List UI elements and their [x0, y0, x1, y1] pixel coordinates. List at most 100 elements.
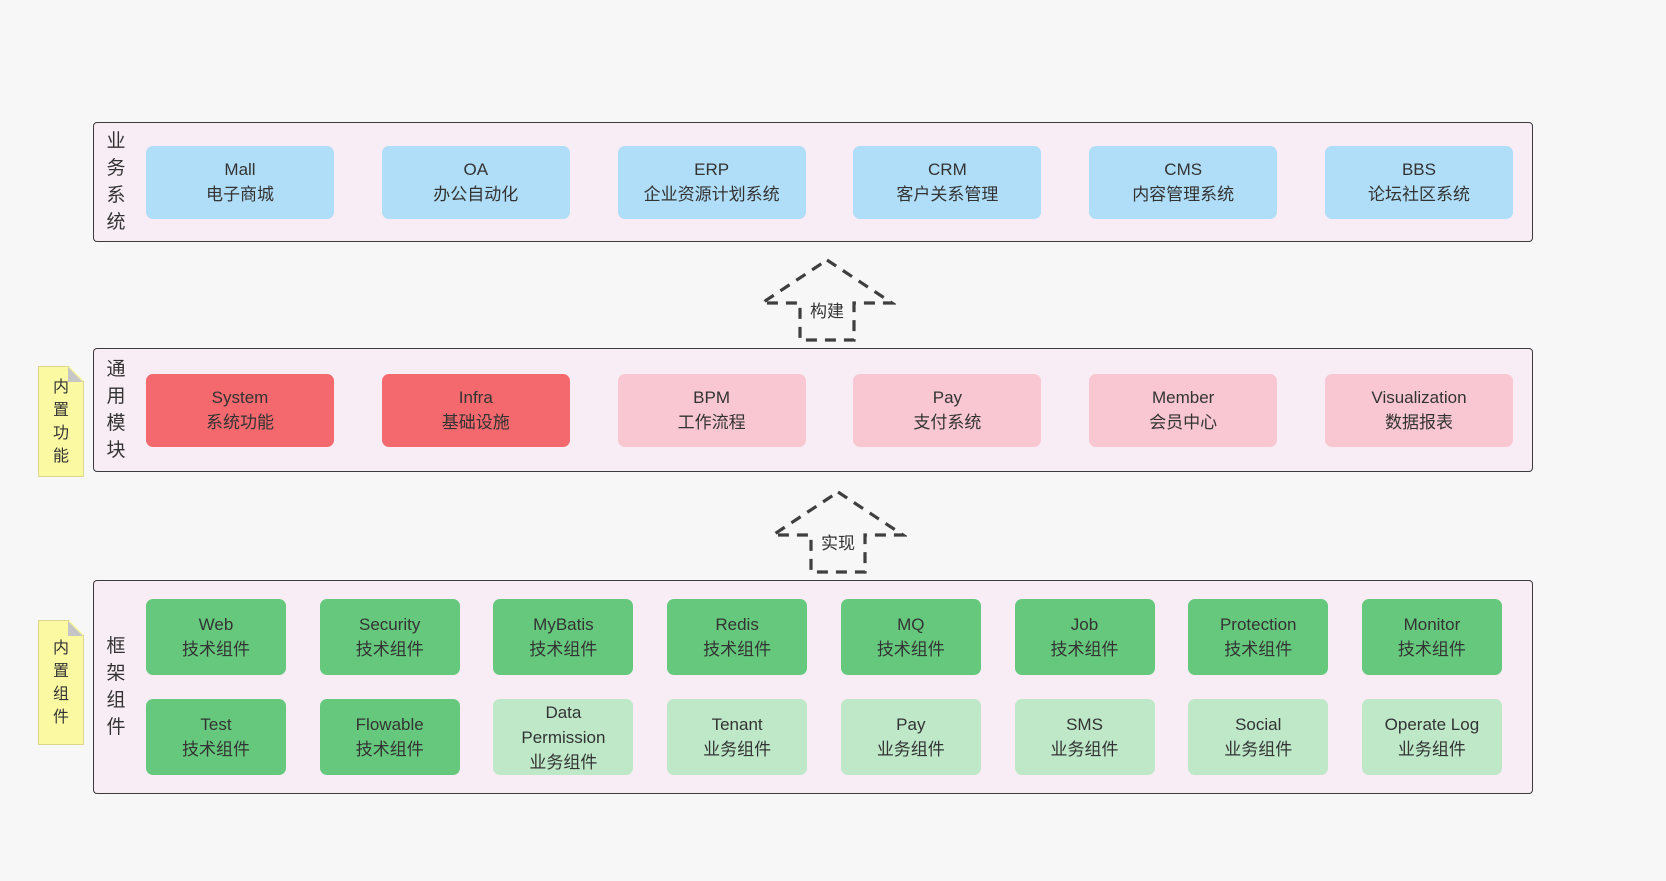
box-title: Redis — [715, 615, 759, 634]
box-title: Member — [1152, 388, 1215, 407]
component-box-security: Security 技术组件 — [319, 599, 460, 675]
component-box-protection: Protection 技术组件 — [1188, 599, 1329, 675]
box-title: System — [211, 388, 269, 407]
framework-components-layer: 框架组件 Web 技术组件 Security 技术组件 MyBatis 技术组件… — [93, 580, 1533, 794]
box-title: ERP — [694, 160, 730, 179]
box-title: Mall — [224, 160, 256, 179]
box-subtitle: 业务组件 — [1397, 740, 1466, 759]
folded-corner-icon — [68, 367, 83, 382]
component-rows: Web 技术组件 Security 技术组件 MyBatis 技术组件 Redi… — [135, 581, 1532, 793]
component-box-data-permission: Data Permission 业务组件 — [493, 699, 634, 775]
module-box-pay: Pay 支付系统 — [853, 373, 1042, 447]
component-box-monitor: Monitor 技术组件 — [1361, 599, 1502, 675]
box-title: Operate Log — [1384, 715, 1480, 734]
box-subtitle: 技术组件 — [355, 740, 424, 759]
business-box-erp: ERP 企业资源计划系统 — [617, 145, 806, 219]
component-box-mq: MQ 技术组件 — [840, 599, 981, 675]
sticky-note-builtin-features: 内置功能 — [38, 366, 84, 477]
sticky-label: 内置组件 — [52, 639, 69, 726]
component-box-pay: Pay 业务组件 — [840, 699, 981, 775]
box-subtitle: 论坛社区系统 — [1367, 185, 1470, 204]
module-box-member: Member 会员中心 — [1089, 373, 1278, 447]
common-modules-layer: 通用模块 System 系统功能 Infra 基础设施 BPM 工作流程 Pay… — [93, 348, 1533, 472]
box-title: Monitor — [1403, 615, 1461, 634]
box-title: CRM — [928, 160, 967, 179]
module-box-bpm: BPM 工作流程 — [617, 373, 806, 447]
box-title: SMS — [1066, 715, 1103, 734]
box-subtitle: 技术组件 — [876, 640, 945, 659]
box-subtitle: 业务组件 — [876, 740, 945, 759]
box-title: Infra — [458, 388, 493, 407]
layer-label-container: 框架组件 — [94, 581, 135, 793]
component-box-test: Test 技术组件 — [146, 699, 286, 775]
up-arrow-icon — [769, 490, 907, 574]
module-box-row: System 系统功能 Infra 基础设施 BPM 工作流程 Pay 支付系统… — [135, 349, 1532, 471]
component-row-1: Web 技术组件 Security 技术组件 MyBatis 技术组件 Redi… — [146, 599, 1502, 675]
box-subtitle: 电子商城 — [206, 185, 274, 204]
box-subtitle: 技术组件 — [1050, 640, 1119, 659]
box-subtitle: 数据报表 — [1384, 413, 1453, 432]
box-title: MQ — [897, 615, 925, 634]
arrow-label: 实现 — [817, 529, 859, 554]
box-subtitle: 企业资源计划系统 — [643, 185, 780, 204]
box-subtitle: 业务组件 — [1224, 740, 1293, 759]
box-subtitle: 客户关系管理 — [896, 185, 999, 204]
component-box-web: Web 技术组件 — [146, 599, 286, 675]
box-title: Web — [198, 615, 234, 634]
arrow-label: 构建 — [806, 297, 848, 322]
component-box-job: Job 技术组件 — [1014, 599, 1155, 675]
box-subtitle: 内容管理系统 — [1132, 185, 1235, 204]
module-box-infra: Infra 基础设施 — [381, 373, 570, 447]
box-subtitle: 支付系统 — [913, 413, 982, 432]
box-title: Tenant — [711, 715, 763, 734]
box-title: Flowable — [355, 715, 424, 734]
business-box-cms: CMS 内容管理系统 — [1089, 145, 1278, 219]
component-box-mybatis: MyBatis 技术组件 — [493, 599, 634, 675]
box-title: Pay — [932, 388, 963, 407]
build-arrow: 构建 — [758, 257, 896, 343]
box-subtitle: 业务组件 — [703, 740, 772, 759]
component-row-2: Test 技术组件 Flowable 技术组件 Data Permission … — [146, 699, 1502, 775]
component-box-social: Social 业务组件 — [1188, 699, 1329, 775]
business-box-mall: Mall 电子商城 — [146, 145, 334, 219]
box-subtitle: 技术组件 — [1224, 640, 1293, 659]
box-title: Test — [200, 715, 232, 734]
component-box-operate-log: Operate Log 业务组件 — [1361, 699, 1502, 775]
box-title: CMS — [1164, 160, 1203, 179]
component-box-flowable: Flowable 技术组件 — [319, 699, 460, 775]
layer-title: 框架组件 — [106, 636, 126, 738]
business-systems-layer: 业务系统 Mall 电子商城 OA 办公自动化 ERP 企业资源计划系统 CRM… — [93, 122, 1533, 242]
box-subtitle: 技术组件 — [703, 640, 772, 659]
box-title: Social — [1235, 715, 1282, 734]
module-box-visualization: Visualization 数据报表 — [1324, 373, 1513, 447]
box-subtitle: 业务组件 — [529, 752, 598, 772]
layer-label-container: 业务系统 — [94, 123, 135, 241]
box-title: Visualization — [1371, 388, 1467, 407]
box-title: BBS — [1401, 160, 1436, 179]
folded-corner-icon — [68, 621, 83, 636]
box-subtitle: 工作流程 — [677, 413, 746, 432]
box-title: OA — [463, 160, 489, 179]
box-title: Security — [358, 615, 421, 634]
business-box-oa: OA 办公自动化 — [381, 145, 570, 219]
box-subtitle: 技术组件 — [1397, 640, 1466, 659]
box-subtitle: 基础设施 — [441, 413, 510, 432]
box-title: BPM — [693, 388, 731, 407]
box-title: Data Permission — [521, 702, 606, 747]
sticky-label: 内置功能 — [52, 378, 69, 465]
up-arrow-icon — [758, 258, 896, 342]
box-subtitle: 系统功能 — [206, 413, 274, 432]
module-box-system: System 系统功能 — [146, 373, 334, 447]
box-title: MyBatis — [533, 615, 594, 634]
box-subtitle: 技术组件 — [182, 740, 250, 759]
box-title: Protection — [1219, 615, 1297, 634]
box-subtitle: 技术组件 — [529, 640, 598, 659]
box-subtitle: 业务组件 — [1050, 740, 1119, 759]
component-box-tenant: Tenant 业务组件 — [667, 699, 808, 775]
box-subtitle: 会员中心 — [1149, 413, 1218, 432]
implement-arrow: 实现 — [769, 489, 907, 575]
component-box-sms: SMS 业务组件 — [1014, 699, 1155, 775]
business-box-bbs: BBS 论坛社区系统 — [1324, 145, 1513, 219]
layer-label-container: 通用模块 — [94, 349, 135, 471]
box-subtitle: 办公自动化 — [433, 185, 519, 204]
